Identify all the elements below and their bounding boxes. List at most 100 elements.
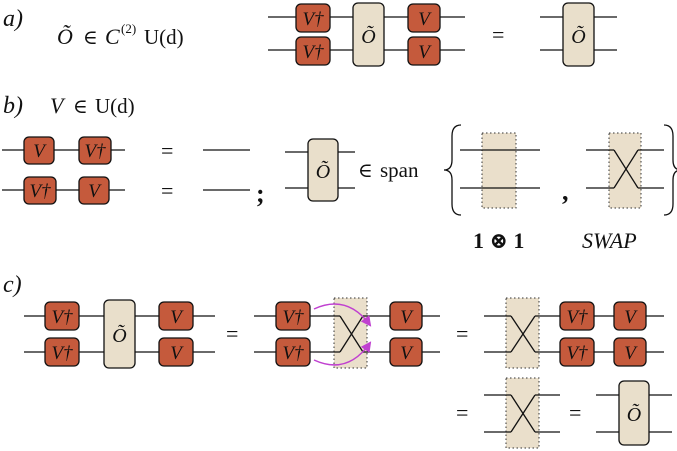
v-symbol: V: [50, 93, 66, 118]
left-curly-brace: [443, 124, 462, 216]
panel-a-rhs-circuit: Õ: [540, 2, 617, 67]
o-tilde-gate: Õ: [307, 138, 339, 202]
v-dagger-gate: V†: [559, 301, 595, 331]
svg-text:V†: V†: [84, 141, 106, 162]
panel-c-label: c): [3, 272, 22, 298]
equals-sign: =: [569, 400, 581, 425]
unitary-group-label: U(d): [144, 25, 184, 49]
svg-text:V†: V†: [282, 307, 304, 328]
v-dagger-gate: V†: [78, 136, 112, 165]
panel-a-definition: Õ ∈ C (2) U(d): [57, 21, 184, 49]
svg-text:V†: V†: [282, 343, 304, 364]
v-dagger-gate: V†: [275, 301, 311, 331]
svg-text:V†: V†: [29, 181, 51, 202]
v-gate: V: [389, 301, 423, 331]
svg-text:Õ: Õ: [316, 159, 330, 183]
comma-separator: ,: [562, 177, 569, 206]
svg-text:V: V: [170, 343, 184, 364]
panel-a-lhs-circuit: V† V† Õ V V: [268, 2, 465, 67]
o-tilde-gate: Õ: [103, 299, 136, 369]
panel-a-label: a): [3, 6, 23, 32]
equals-sign: =: [161, 138, 173, 163]
panel-b: b) V ∈ U(d) V V† = V†: [2, 93, 677, 253]
element-of-symbol: ∈: [73, 96, 88, 118]
panel-c-circuit-5: Õ: [596, 380, 672, 446]
panel-a: a) Õ ∈ C (2) U(d) V† V† Õ: [3, 2, 617, 67]
svg-text:V: V: [170, 307, 184, 328]
panel-c: c) V† V† Õ V V: [3, 272, 672, 449]
o-tilde-gate: Õ: [562, 2, 595, 67]
v-dagger-gate: V†: [295, 3, 331, 33]
swap-element: [586, 132, 664, 209]
crossing-wire: [510, 394, 536, 433]
svg-text:V†: V†: [51, 343, 73, 364]
panel-c-circuit-4: [484, 377, 560, 449]
span-word: span: [380, 158, 419, 182]
unitary-group-label: U(d): [95, 94, 135, 118]
crossing-wire: [339, 315, 364, 353]
svg-text:V†: V†: [51, 307, 73, 328]
crossing-wire: [613, 149, 639, 189]
equals-sign: =: [456, 400, 468, 425]
v-gate: V: [23, 136, 55, 165]
identity-tensor-element: [460, 132, 540, 209]
svg-text:Õ: Õ: [112, 323, 126, 347]
element-of-symbol: ∈: [358, 160, 373, 182]
v-dagger-gate: V†: [23, 176, 57, 205]
v-gate: V: [158, 337, 194, 367]
panel-b-label: b): [3, 93, 23, 119]
unitarity-identity-top: V V† =: [2, 136, 250, 165]
v-dagger-gate: V†: [295, 36, 331, 66]
v-gate: V: [407, 36, 441, 66]
equals-sign: =: [456, 321, 468, 346]
crossing-wire: [510, 315, 536, 353]
v-dagger-gate: V†: [559, 337, 595, 367]
dotted-box: [481, 132, 517, 209]
svg-text:V: V: [400, 343, 414, 364]
swap-caption: SWAP: [582, 228, 637, 253]
svg-text:Õ: Õ: [571, 24, 585, 48]
v-gate: V: [613, 301, 647, 331]
permutation-arrow-top: [313, 303, 372, 327]
svg-text:V: V: [418, 42, 432, 63]
svg-text:Õ: Õ: [627, 402, 641, 426]
svg-text:V: V: [88, 181, 102, 202]
v-dagger-gate: V†: [44, 337, 80, 367]
svg-text:V†: V†: [566, 307, 588, 328]
svg-text:V: V: [418, 9, 432, 30]
commutant-symbol: C: [105, 24, 120, 49]
v-dagger-gate: V†: [44, 301, 80, 331]
equals-sign: =: [161, 178, 173, 203]
commutant-superscript: (2): [121, 21, 136, 36]
svg-text:V: V: [624, 307, 638, 328]
permutation-arrow-bottom: [313, 341, 372, 366]
v-gate: V: [78, 176, 110, 205]
svg-text:V: V: [400, 307, 414, 328]
v-gate: V: [389, 337, 423, 367]
identity-caption: 1 ⊗ 1: [473, 228, 524, 253]
o-tilde-symbol: Õ: [57, 24, 73, 49]
svg-text:V: V: [33, 141, 47, 162]
o-tilde-gate: Õ: [618, 380, 650, 446]
v-gate: V: [407, 3, 441, 33]
v-gate: V: [613, 337, 647, 367]
element-of-symbol: ∈: [83, 27, 98, 49]
panel-c-circuit-2: V† V† V V: [254, 297, 440, 369]
svg-text:V†: V†: [302, 42, 324, 63]
svg-text:V†: V†: [302, 9, 324, 30]
unitarity-identity-bottom: V† V =: [2, 176, 250, 205]
separator-semicolon: ;: [256, 179, 265, 208]
o-tilde-gate: Õ: [352, 2, 385, 67]
v-gate: V: [158, 301, 194, 331]
equals-sign: =: [492, 22, 504, 47]
panel-c-circuit-1: V† V† Õ V V: [24, 299, 215, 369]
panel-c-circuit-3: V† V† V V: [484, 297, 664, 369]
equals-sign: =: [226, 321, 238, 346]
o-tilde-small-circuit: Õ: [285, 138, 355, 202]
right-curly-brace: [663, 124, 677, 216]
svg-text:V†: V†: [566, 343, 588, 364]
v-dagger-gate: V†: [275, 337, 311, 367]
svg-text:Õ: Õ: [361, 24, 375, 48]
svg-text:V: V: [624, 343, 638, 364]
